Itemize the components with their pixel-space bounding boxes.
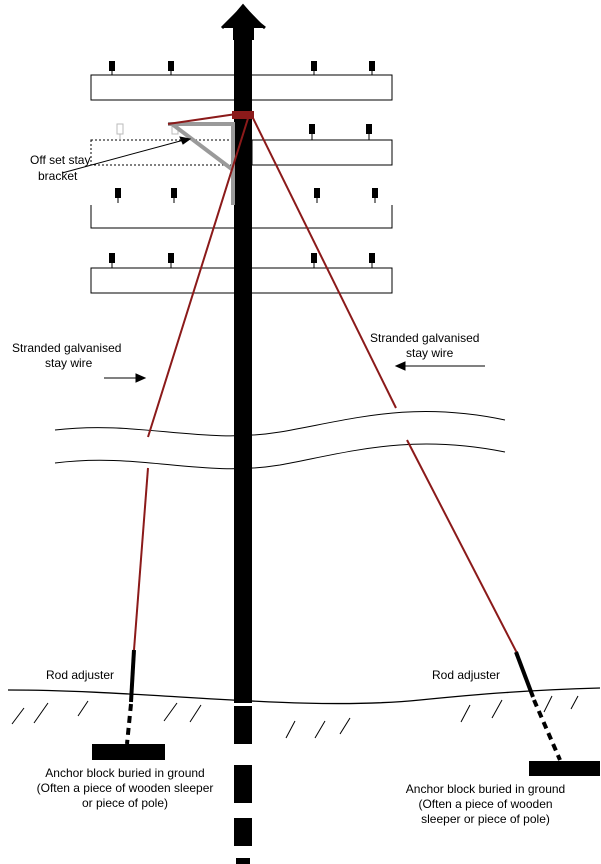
stay-attachment-clamp (232, 111, 254, 119)
right-anchor-block (529, 761, 600, 776)
right-anchor-label-line3: sleeper or piece of pole) (421, 812, 550, 826)
bracket-label-line2: bracket (38, 169, 78, 183)
ground-hatching (11, 695, 579, 739)
right-stay-wire-label-line1: Stranded galvanised (370, 331, 480, 345)
right-rod-adjuster (514, 651, 535, 698)
insulators-row-3 (115, 188, 378, 203)
bracket-label-line1: Off set stay (30, 153, 91, 167)
right-anchor-label-line1: Anchor block buried in ground (405, 782, 566, 796)
left-stay-wire-label-line2: stay wire (45, 356, 93, 370)
right-rod-adjuster-label: Rod adjuster (432, 668, 501, 682)
crossarm-4 (90, 267, 393, 294)
left-anchor-label-line1: Anchor block buried in ground (45, 766, 205, 780)
ground-line (7, 687, 601, 705)
insulators-row-2 (116, 123, 372, 140)
left-anchor-block (92, 744, 165, 760)
pole-buried-section (234, 706, 252, 864)
stay-wires (133, 110, 519, 656)
bracket-arrow (61, 139, 185, 174)
right-stay-wire-upper (249, 111, 397, 409)
left-anchor-label-line3: or piece of pole) (81, 796, 169, 810)
left-stay-wire-label-line1: Stranded galvanised (12, 341, 122, 355)
crossarm-3 (90, 205, 393, 229)
break-lines (54, 411, 506, 470)
pole-top-arrow (220, 3, 266, 40)
crossarm-1 (90, 74, 393, 101)
label-arrows (61, 136, 485, 383)
right-buried-rod (532, 699, 562, 761)
pole (234, 38, 252, 703)
crossarm-2 (90, 139, 393, 166)
right-anchor-label-line2: (Often a piece of wooden (418, 797, 553, 811)
left-rod-adjuster (129, 649, 136, 703)
left-stay-wire-lower (133, 467, 149, 651)
left-buried-rod (125, 703, 133, 745)
insulators-row-1 (109, 61, 375, 75)
left-anchor-label-line2: (Often a piece of wooden sleeper (36, 781, 214, 795)
right-stay-wire-label-line2: stay wire (406, 346, 454, 360)
left-rod-adjuster-label: Rod adjuster (46, 668, 115, 682)
insulators-row-4 (109, 253, 375, 268)
right-stay-wire-lower (406, 439, 519, 656)
